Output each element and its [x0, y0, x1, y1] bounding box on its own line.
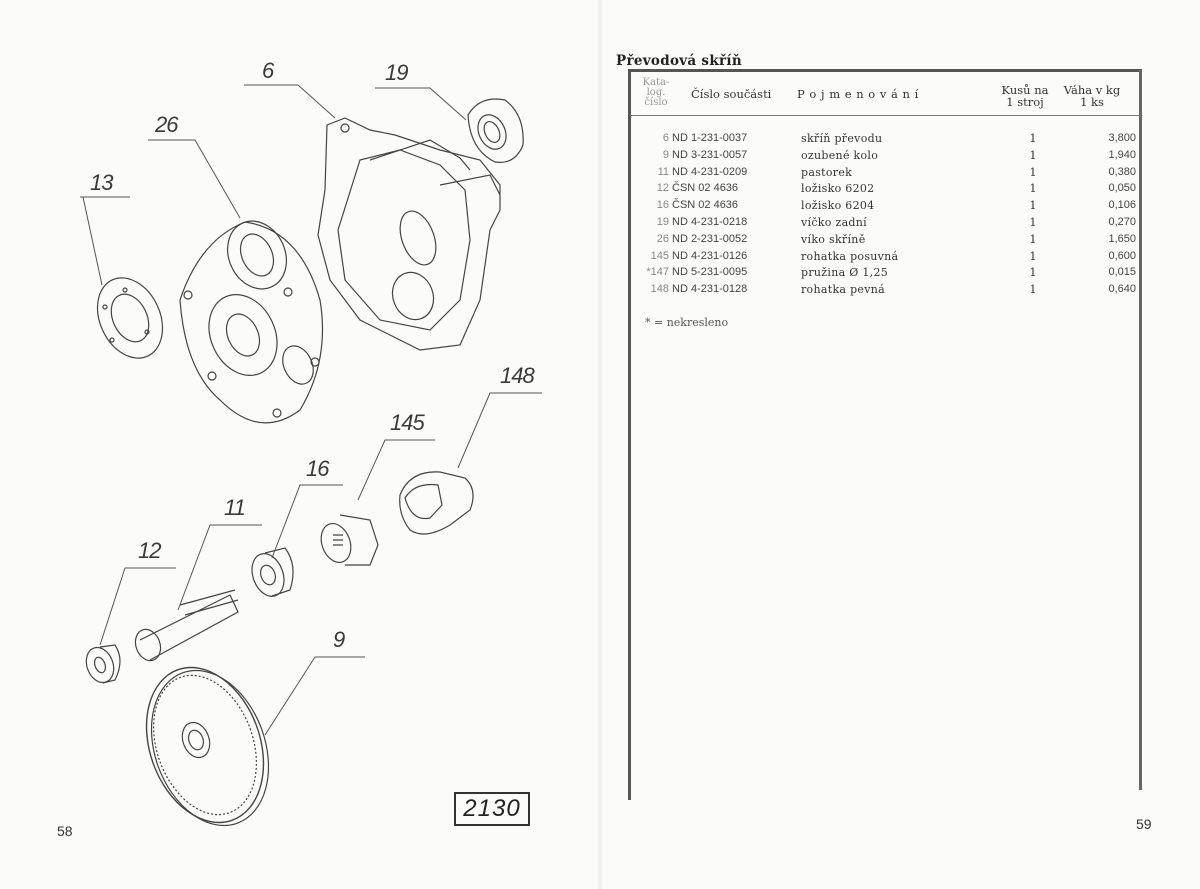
part-148-ratchet: [399, 471, 474, 535]
part-name: rohatka pevná: [801, 283, 885, 297]
callout-12: 12: [138, 538, 162, 563]
table-frame-left: [628, 70, 631, 800]
part-13-flange: [96, 277, 164, 359]
part-6-housing: [317, 117, 501, 351]
figure-code-box: 2130: [454, 792, 530, 826]
weight: 0,270: [1108, 216, 1136, 228]
callout-19: 19: [385, 60, 409, 85]
callout-9: 9: [333, 627, 345, 652]
catalog-number: 11: [657, 165, 669, 178]
header-pojmenovani: P o j m e n o v á n í: [797, 87, 919, 101]
catalog-number: 6: [662, 132, 669, 144]
quantity: 1: [1029, 165, 1037, 179]
quantity: 1: [1029, 232, 1037, 246]
part-number: ND 1-231-0037: [672, 132, 748, 144]
header-katalog-line3: číslo: [644, 97, 668, 108]
callout-13: 13: [90, 170, 114, 195]
part-name: pružina Ø 1,25: [801, 266, 889, 280]
catalog-number: 12: [656, 182, 669, 195]
weight: 0,640: [1108, 283, 1136, 296]
part-16-bearing: [251, 547, 294, 597]
header-kusu: Kusů na 1 stroj: [995, 84, 1055, 108]
header-cislo-soucasti: Číslo součásti: [691, 87, 772, 101]
section-title: Převodová skříň: [616, 53, 742, 69]
callout-148: 148: [500, 363, 535, 388]
callout-11: 11: [224, 495, 246, 520]
quantity: 1: [1029, 132, 1037, 145]
part-11-pinion: [134, 589, 239, 662]
catalog-number: 16: [656, 199, 669, 212]
quantity: 1: [1029, 199, 1037, 213]
weight: 0,380: [1108, 165, 1136, 178]
table-frame-top: [628, 69, 1142, 72]
callout-6: 6: [262, 58, 274, 83]
table-frame-right: [1139, 70, 1142, 790]
weight: 1,650: [1108, 232, 1136, 245]
weight: 1,940: [1108, 148, 1136, 161]
part-number: ČSN 02 4636: [672, 182, 739, 195]
part-name: rohatka posuvná: [801, 249, 899, 263]
exploded-parts-drawing: [80, 84, 542, 827]
part-number: ND 5-231-0095: [672, 266, 748, 279]
part-12-bearing: [85, 644, 121, 684]
weight: 0,600: [1108, 249, 1136, 262]
header-vaha-line1: Váha v kg: [1063, 83, 1121, 97]
part-number: ND 3-231-0057: [672, 148, 748, 161]
catalog-number: 9: [662, 148, 669, 161]
part-number: ND 2-231-0052: [672, 232, 748, 245]
header-kusu-line2: 1 stroj: [1006, 95, 1044, 109]
footnote: * = nekresleno: [645, 316, 729, 329]
quantity: 1: [1029, 216, 1037, 229]
part-26-cover: [179, 220, 324, 424]
part-name: ozubené kolo: [801, 148, 879, 162]
page-number-left: 58: [57, 823, 73, 839]
part-number: ND 4-231-0218: [672, 216, 748, 228]
catalog-number: 145: [650, 249, 669, 262]
part-name: skříň převodu: [801, 132, 883, 145]
part-number: ND 4-231-0128: [672, 283, 748, 296]
quantity: 1: [1029, 148, 1037, 162]
part-name: ložisko 6202: [801, 182, 875, 196]
weight: 3,800: [1108, 132, 1136, 144]
weight: 0,050: [1108, 182, 1136, 195]
part-9-gear: [145, 666, 270, 827]
header-divider: [630, 115, 1140, 116]
quantity: 1: [1029, 283, 1037, 297]
callout-145: 145: [390, 410, 425, 435]
left-page: 6 19 26 13 148 145 16 11 12 9 2130 58: [57, 58, 542, 839]
part-number: ND 4-231-0209: [672, 165, 748, 178]
catalog-number: 148: [650, 283, 669, 296]
catalog-number: 26: [656, 232, 669, 245]
callout-26: 26: [155, 112, 179, 137]
header-kusu-line1: Kusů na: [1001, 83, 1049, 97]
header-vaha-line2: 1 ks: [1080, 95, 1104, 109]
quantity: 1: [1029, 182, 1037, 196]
part-145-ratchet: [320, 514, 379, 566]
weight: 0,015: [1108, 266, 1136, 279]
part-19-cap: [467, 98, 524, 163]
book-gutter: [598, 0, 602, 889]
leader-lines: [80, 84, 542, 736]
header-katalog: Kata- log. číslo: [636, 78, 676, 108]
quantity: 1: [1029, 266, 1037, 280]
header-katalog-line1: Kata-: [642, 77, 670, 88]
part-name: pastorek: [801, 165, 853, 179]
part-number: ND 4-231-0126: [672, 249, 748, 262]
part-name: víko skříně: [801, 232, 866, 246]
part-name: víčko zadní: [801, 216, 867, 229]
callout-16: 16: [306, 456, 330, 481]
part-number: ČSN 02 4636: [672, 199, 739, 212]
catalog-number: *147: [646, 266, 669, 279]
header-vaha: Váha v kg 1 ks: [1057, 84, 1127, 108]
header-katalog-line2: log.: [646, 87, 666, 98]
weight: 0,106: [1108, 199, 1136, 212]
quantity: 1: [1029, 249, 1037, 263]
catalog-number: 19: [656, 216, 669, 228]
page-number-right: 59: [1136, 816, 1152, 832]
part-name: ložisko 6204: [801, 199, 875, 213]
